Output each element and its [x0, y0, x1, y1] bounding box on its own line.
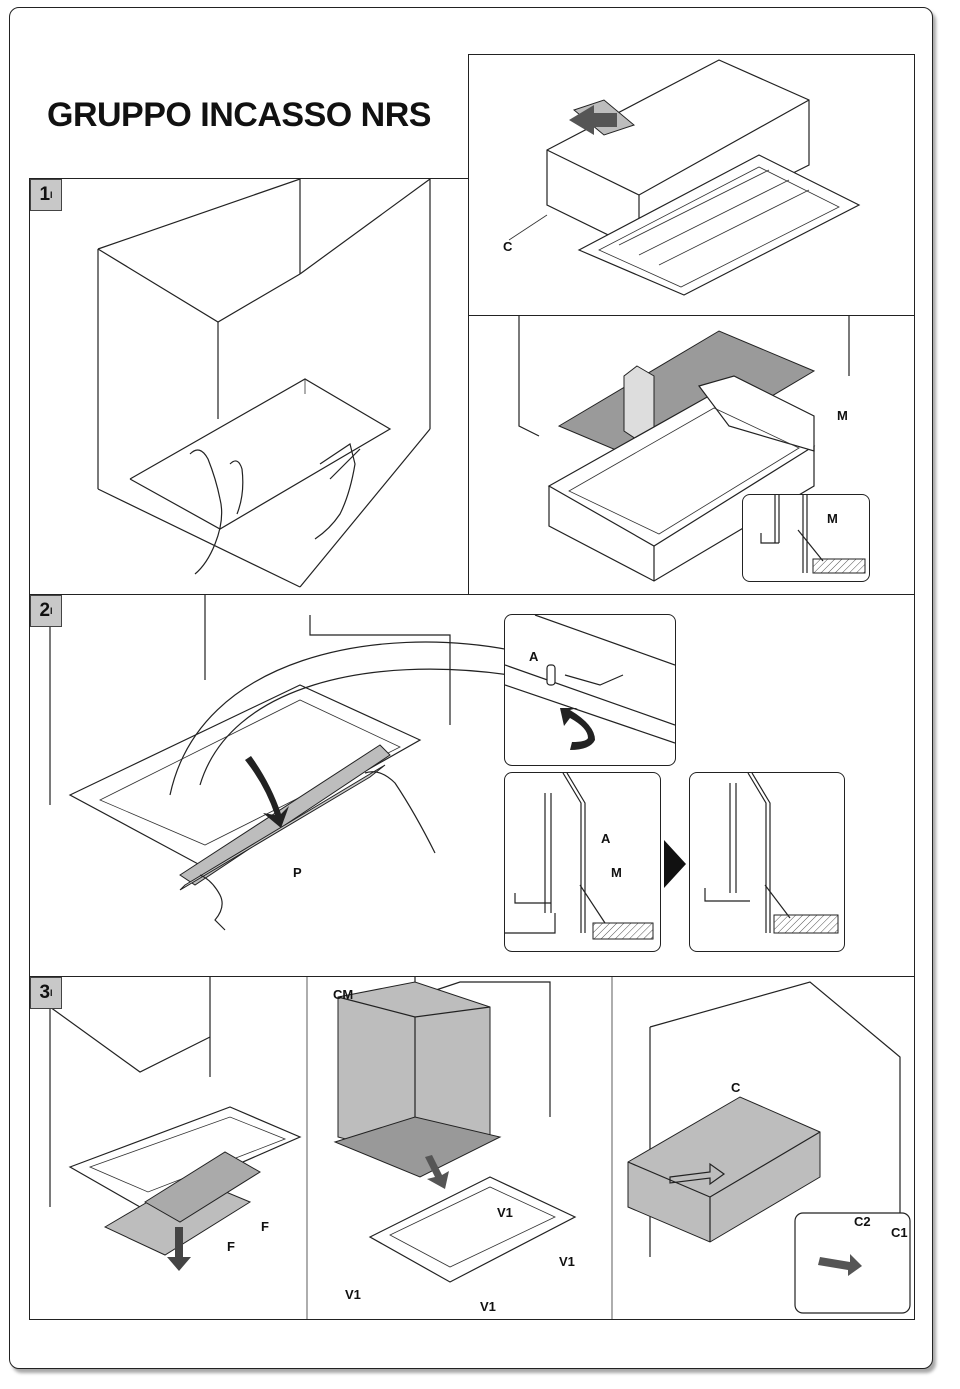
panel-removal-illustration: [49, 595, 511, 931]
step3-illustrations: [49, 977, 911, 1319]
detail-inset-bracket: M: [742, 494, 870, 582]
label-screw-v1-b: V1: [559, 1254, 575, 1269]
label-detail-m: M: [827, 511, 838, 526]
label-cm: CM: [333, 987, 354, 1002]
label-connector-c2: C2: [854, 1214, 871, 1229]
detail-inset-latch: A: [504, 614, 676, 766]
unlock-before-illustration: [505, 773, 654, 940]
unlock-after-illustration: [704, 773, 839, 934]
label-cover-c: C: [503, 239, 513, 254]
hood-insertion-illustration: [518, 316, 850, 582]
page-title: GRUPPO INCASSO NRS: [47, 96, 431, 134]
label-connector-c1: C1: [891, 1225, 908, 1240]
panel-step1-hood-cover: C: [468, 54, 915, 317]
label-panel-p: P: [293, 865, 302, 880]
label-screw-v1-a: V1: [497, 1205, 513, 1220]
label-detail-a: A: [529, 649, 539, 664]
label-side-a: A: [601, 831, 611, 846]
cabinet-cutout-illustration: [97, 179, 431, 588]
label-cover-c-step3: C: [731, 1080, 741, 1095]
label-bracket-m: M: [837, 408, 848, 423]
detail-inset-unlock-after: [689, 772, 845, 952]
label-filter-f1: F: [261, 1219, 269, 1234]
detail-inset-unlock-before: A M: [504, 772, 661, 952]
label-side-m: M: [611, 865, 622, 880]
label-screw-v1-d: V1: [480, 1299, 496, 1314]
bracket-detail-illustration: [760, 495, 866, 574]
next-arrow-icon: [664, 840, 686, 888]
label-screw-v1-c: V1: [345, 1287, 361, 1302]
latch-detail-illustration: [505, 615, 675, 750]
hood-with-cover-illustration: [508, 59, 861, 296]
label-filter-f2: F: [227, 1239, 235, 1254]
